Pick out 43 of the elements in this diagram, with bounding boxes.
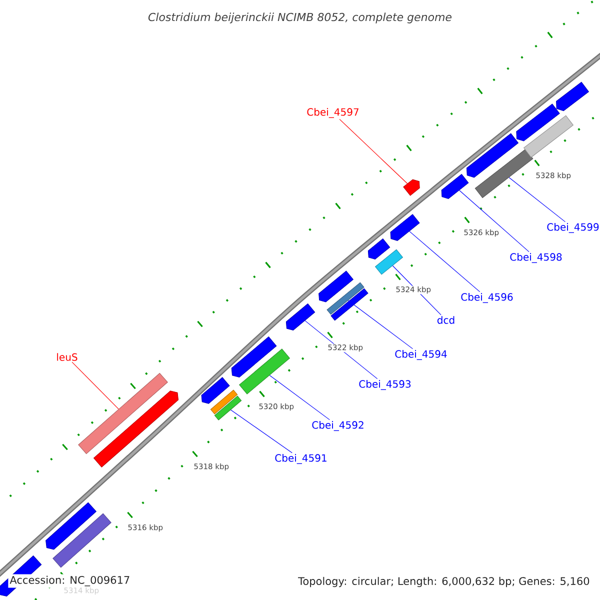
gene-block (524, 115, 574, 158)
gene-label: dcd (437, 316, 454, 324)
leader-line (508, 177, 566, 222)
leader-line (409, 231, 480, 292)
genome-info-text: Topology: circular; Length: 6,000,632 bp; Genes: 5,160 (298, 576, 590, 588)
leader-line (348, 300, 414, 350)
gene-block (466, 133, 519, 178)
title: Clostridium beijerinckii NCIMB 8052, complete genome (148, 12, 452, 24)
gene-block (390, 214, 420, 241)
gene-block (403, 179, 420, 196)
leader-line (72, 362, 119, 410)
gene-block (46, 502, 96, 550)
gene-label: Cbei_4594 (395, 350, 447, 360)
gene-block (231, 336, 277, 378)
gene-block (441, 174, 469, 199)
gene-block (94, 390, 179, 468)
gene-block (214, 396, 242, 420)
gene-label: Cbei_4597 (307, 108, 358, 118)
leader-line (339, 118, 408, 184)
gene-block (78, 372, 168, 454)
gene-block (474, 148, 534, 198)
gene-block (210, 390, 238, 414)
gene-block (318, 270, 354, 302)
gene-block (368, 238, 390, 260)
gene-label: Cbei_4592 (312, 421, 364, 431)
gene-label: Cbei_4591 (275, 454, 326, 464)
gene-label: Cbei_4599 (547, 223, 599, 233)
gene-label: Cbei_4593 (359, 380, 411, 390)
gene-block (201, 377, 230, 404)
gene-block (326, 282, 364, 315)
gene-block (286, 304, 316, 330)
gene-label: Cbei_4598 (510, 253, 562, 263)
leader-line (459, 190, 530, 252)
gene-block (330, 288, 368, 321)
gene-block (516, 104, 560, 142)
leader-line (269, 375, 330, 420)
gene-block (52, 513, 112, 568)
accession-text: Accession: NC_009617 (8, 574, 132, 588)
gene-block (556, 82, 589, 112)
gene-label: Cbei_4596 (461, 293, 513, 303)
gene-block (375, 249, 403, 275)
gene-label: leuS (57, 353, 78, 361)
gene-block (239, 348, 290, 394)
